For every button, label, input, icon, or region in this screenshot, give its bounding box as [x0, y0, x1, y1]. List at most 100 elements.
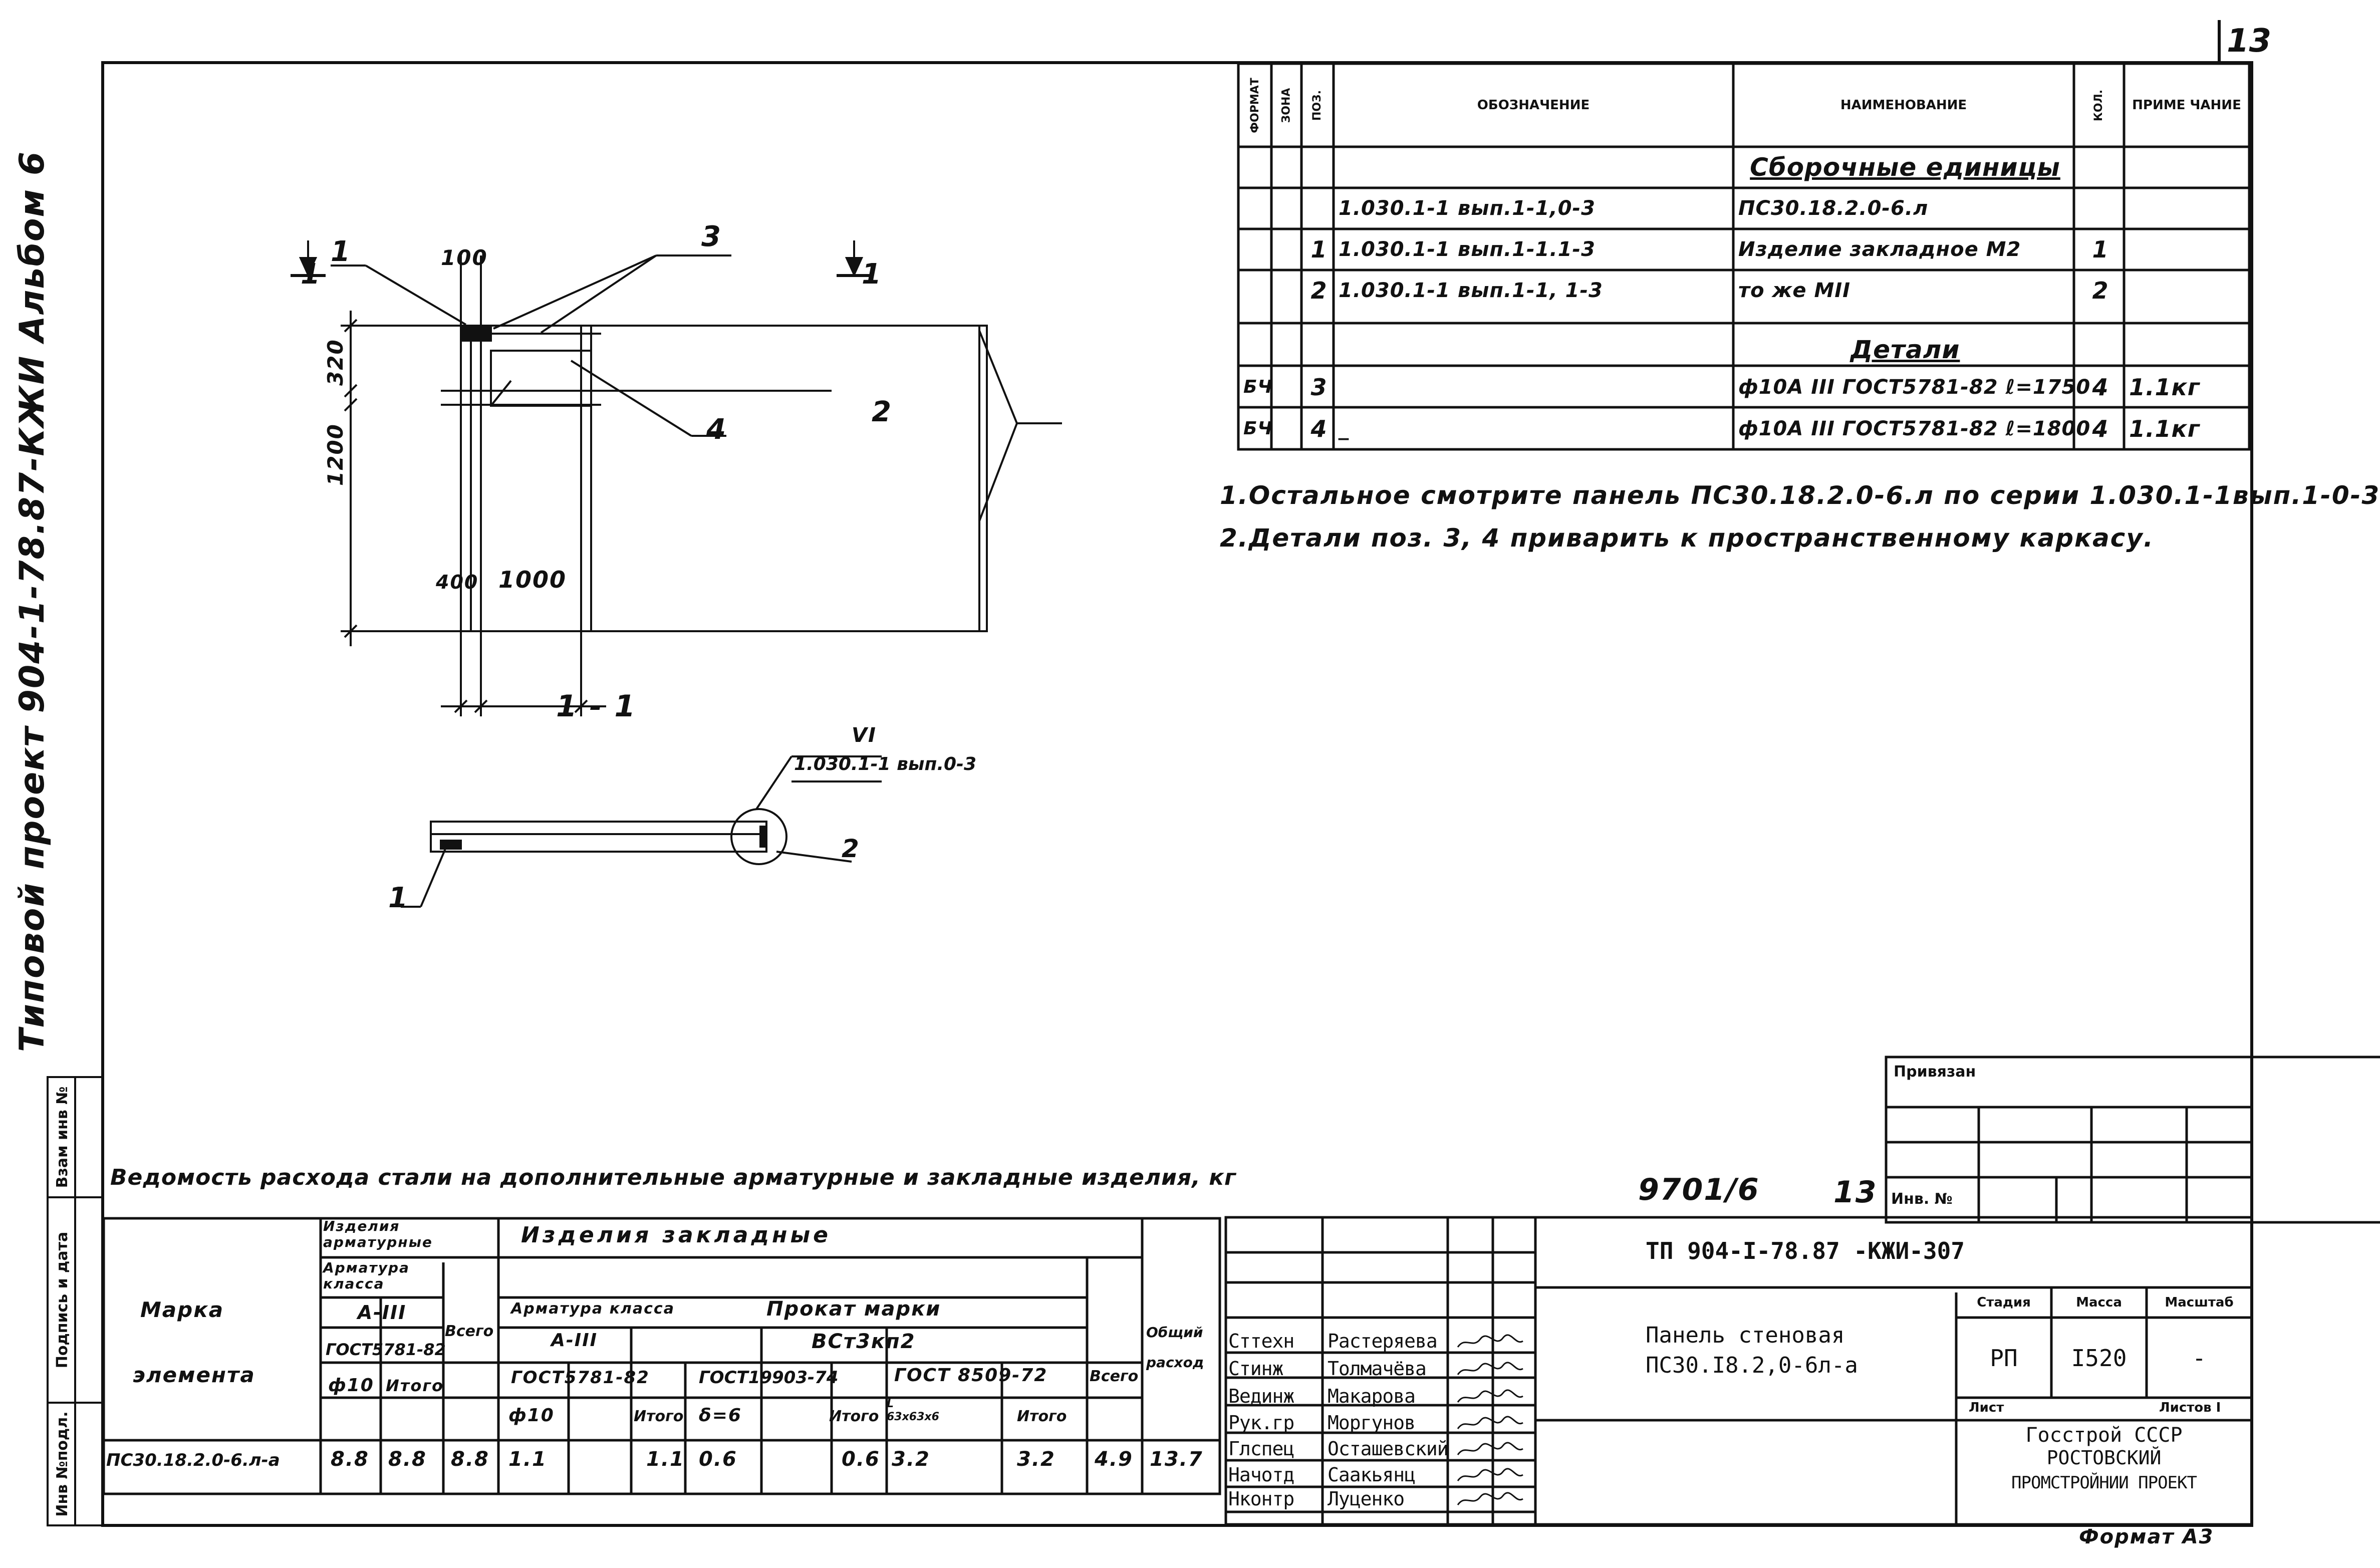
signature-scribble [1455, 1442, 1525, 1459]
steel-zakl: Изделия закладные [521, 1222, 831, 1248]
signature-scribble [1455, 1362, 1525, 1379]
stamp-role: Вединж [1228, 1385, 1294, 1407]
section-mark-right: 1 [862, 258, 882, 291]
mass-value: I520 [2071, 1345, 2127, 1372]
steel-arm-izd: Изделия арматурные [323, 1218, 433, 1250]
stamp-person-name: Растеряева [1328, 1330, 1438, 1352]
spec-cell-format [1243, 188, 1269, 229]
stage-header: Стадия [1977, 1295, 2031, 1310]
spec-cell-name: ПС30.18.2.0-6.л [1738, 197, 1929, 220]
steel-row-z1: 1.1 [508, 1448, 547, 1471]
spec-cell-name: Сборочные единицы [1750, 153, 2060, 182]
stamp-role: Сттехн [1228, 1330, 1294, 1352]
dim-400: 400 [436, 571, 479, 593]
leader-label-4: 4 [706, 413, 727, 446]
steel-row-a1: 8.8 [331, 1448, 369, 1471]
spec-cell-zone [1276, 229, 1299, 270]
stamp-inv-podl: Инв №подл. [53, 1411, 71, 1517]
inv-label: Инв. № [1891, 1190, 1953, 1208]
steel-obshiy: Общий расход [1146, 1324, 1204, 1371]
spec-cell-designation [1339, 366, 1731, 408]
spec-cell-note: 1.1кг [2129, 415, 2200, 442]
steel-vsego-2: Всего [1090, 1368, 1139, 1385]
spec-table-grid [1237, 62, 2251, 451]
stamp-role: Нконтр [1228, 1488, 1294, 1510]
leader-label-1: 1 [331, 235, 351, 268]
steel-itogo-4: Итого [1017, 1408, 1067, 1425]
spec-cell-designation: 1.030.1-1 вып.1-1,0-3 [1339, 197, 1596, 220]
steel-table-title: Ведомость расхода стали на дополнительны… [110, 1165, 1237, 1190]
scale-header: Масштаб [2165, 1295, 2234, 1310]
spec-cell-name: то же МII [1738, 279, 1851, 302]
spec-cell-qty: 2 [2092, 277, 2109, 304]
scale-value: - [2192, 1345, 2206, 1372]
steel-a3-2: А-III [551, 1330, 598, 1351]
sheet-handwritten: 13 [1833, 1175, 1878, 1210]
spec-cell-pos: 1 [1310, 236, 1328, 263]
spec-cell-qty: 4 [2092, 373, 2109, 401]
spec-cell-note: 1.1кг [2129, 373, 2200, 401]
project-code: ТП 904-I-78.87 -КЖИ-307 [1646, 1237, 1965, 1264]
spec-cell-name: Детали [1850, 335, 1960, 364]
spec-cell-format [1243, 229, 1269, 270]
leader-label-3: 3 [701, 220, 722, 253]
section-mark-left: 1 [301, 258, 321, 291]
stamp-person-name: Моргунов [1328, 1412, 1416, 1434]
spec-header-name: НАИМЕНОВАНИЕ [1840, 98, 1967, 113]
stamp-podpis: Подпись и дата [53, 1231, 71, 1369]
steel-table-grid [102, 1217, 1221, 1495]
spec-cell-zone [1276, 270, 1299, 311]
note-1: 1.Остальное смотрите панель ПС30.18.2.0-… [1220, 481, 2380, 510]
drawing-frame [47, 20, 2253, 1527]
steel-gost19903: ГОСТ19903-74 [699, 1368, 839, 1388]
spec-header-qty: КОЛ. [2092, 89, 2105, 121]
spec-header-zone: ЗОНА [1280, 88, 1293, 123]
steel-prokat: Прокат марки [766, 1297, 941, 1321]
stamp-person-name: Макарова [1328, 1385, 1416, 1407]
sheet-header: Лист [1969, 1400, 2004, 1415]
steel-row-z4: 0.6 [842, 1448, 880, 1471]
spec-cell-qty: 1 [2092, 236, 2109, 263]
spec-cell-note [2129, 188, 2247, 229]
stamp-person-name: Толмачёва [1328, 1358, 1427, 1380]
spec-cell-zone [1276, 147, 1299, 188]
spec-header-designation: ОБОЗНАЧЕНИЕ [1477, 98, 1590, 113]
spec-cell-note [2129, 270, 2247, 311]
steel-arm-klassa: Арматура класса [323, 1259, 410, 1292]
section-title: 1 - 1 [556, 689, 637, 724]
section-leader-1: 1 [388, 882, 409, 914]
steel-gost8509: ГОСТ 8509-72 [894, 1365, 1048, 1386]
spec-cell-qty: 4 [2092, 415, 2109, 442]
spec-cell-pos: 2 [1310, 277, 1328, 304]
org-line-3: ПРОМСТРОЙНИИ ПРОЕКТ [2011, 1473, 2197, 1493]
spec-cell-designation [1339, 147, 1731, 188]
ref-top: VI [852, 724, 877, 747]
section-leader-2: 2 [842, 834, 860, 863]
spec-cell-format [1243, 270, 1269, 311]
spec-header-note: ПРИМЕ ЧАНИЕ [2132, 98, 2241, 113]
spec-cell-designation: _ [1339, 417, 1349, 440]
stamp-person-name: Луценко [1328, 1488, 1405, 1510]
steel-itogo-3: Итого [829, 1408, 879, 1425]
stage-value: РП [1990, 1345, 2018, 1372]
privyazan-label: Привязан [1894, 1063, 1976, 1081]
spec-cell-pos [1306, 188, 1332, 229]
steel-arm-klassa2: Арматура класса [511, 1300, 675, 1318]
spec-cell-pos: 3 [1310, 373, 1328, 401]
spec-cell-qty [2079, 188, 2122, 229]
spec-header-format: ФОРМАТ [1248, 77, 1261, 133]
sheet-title-2: ПС30.I8.2,0-6л-а [1646, 1353, 1858, 1378]
sheet-title-1: Панель стеновая [1646, 1323, 1845, 1348]
panel-elevation-drawing [291, 240, 1062, 716]
side-title-box: Типовой проект 904-1-78.87-КЖИ Альбом 6 [13, 150, 52, 1052]
stamp-role: Глспец [1228, 1438, 1294, 1460]
spec-cell-zone [1276, 407, 1299, 450]
spec-cell-name: ф10А III ГОСТ5781-82 ℓ=1750 [1738, 375, 2091, 399]
stamp-role: Начотд [1228, 1464, 1294, 1486]
steel-gost5781-2: ГОСТ5781-82 [511, 1368, 650, 1388]
steel-vst: ВСт3кп2 [812, 1330, 916, 1353]
dim-1000: 1000 [498, 566, 567, 593]
spec-header-pos: ПОЗ. [1311, 90, 1324, 121]
steel-row-z6: 3.2 [1017, 1448, 1055, 1471]
steel-b6: δ=6 [699, 1405, 742, 1426]
